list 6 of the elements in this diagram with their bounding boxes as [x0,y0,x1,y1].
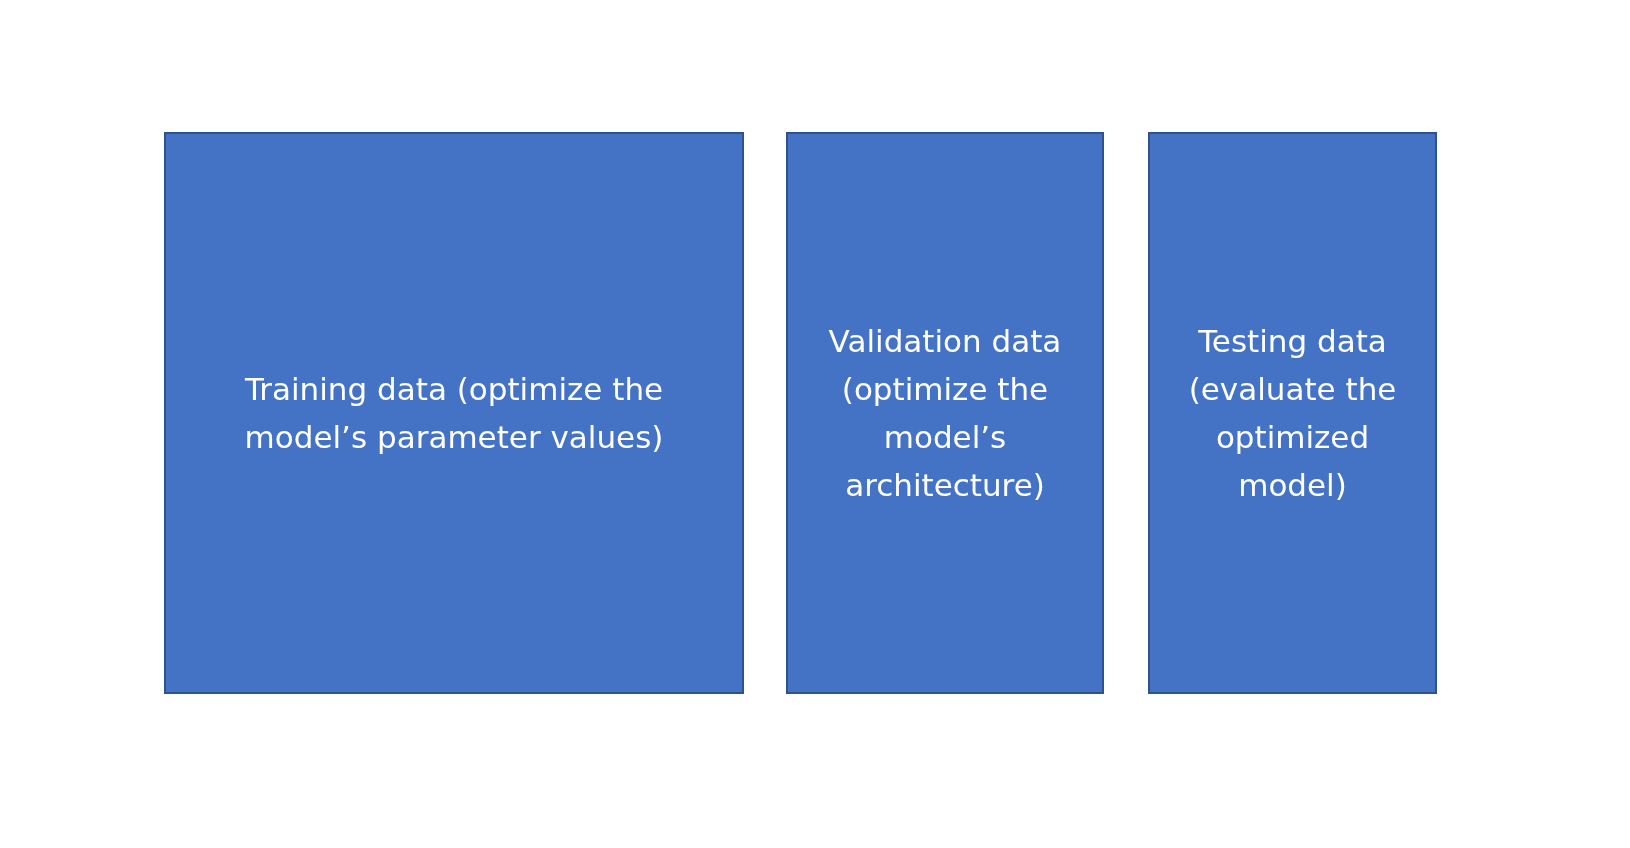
data-split-box [786,132,1104,694]
box-label: Training data (optimize the model’s parameter values) [243,370,665,457]
box-label: Validation data (optimize the model’s architecture) [827,322,1063,505]
data-split-box [164,132,744,694]
data-split-box [1148,132,1437,694]
box-label: Testing data (evaluate the optimized model) [1187,322,1398,505]
